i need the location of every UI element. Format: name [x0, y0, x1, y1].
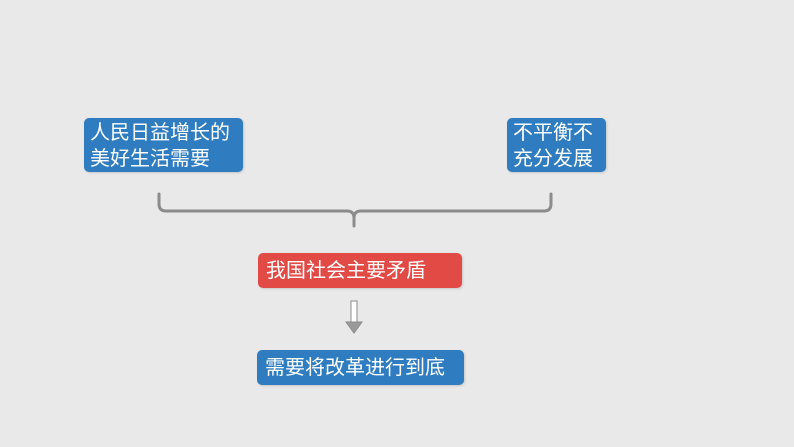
down-arrow-icon	[345, 300, 363, 334]
node-unbalanced-line-1: 不平衡不	[513, 120, 593, 144]
node-main-contradiction: 我国社会主要矛盾	[258, 253, 462, 288]
node-main-contradiction-label: 我国社会主要矛盾	[266, 258, 426, 282]
node-people-needs-line-2: 美好生活需要	[90, 146, 210, 170]
node-unbalanced-development: 不平衡不 充分发展	[507, 118, 606, 172]
node-people-needs-line-1: 人民日益增长的	[90, 120, 230, 144]
node-unbalanced-line-2: 充分发展	[513, 146, 593, 170]
node-reform-label: 需要将改革进行到底	[265, 355, 445, 379]
brace-connector	[157, 192, 553, 228]
node-reform-to-the-end: 需要将改革进行到底	[257, 350, 464, 385]
node-people-needs: 人民日益增长的 美好生活需要	[84, 118, 243, 172]
